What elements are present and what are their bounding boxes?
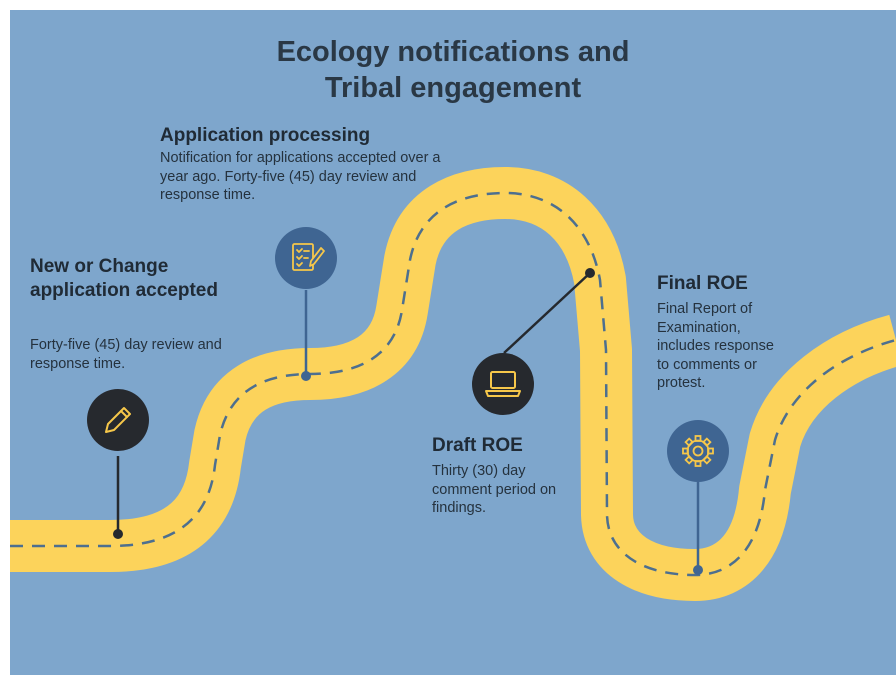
title-line-1: Ecology notifications and [276,36,630,68]
roadmap-road [10,167,896,601]
milestone-marker-2 [275,227,337,289]
road-marker-dot-1 [113,529,123,539]
milestone-marker-3 [472,353,534,415]
milestone-2-heading: Application processing [160,125,371,146]
milestone-3-description: Thirty (30) day comment period on findin… [432,463,557,516]
milestone-2-description: Notification for applications accepted o… [160,150,441,203]
laptop-icon [485,371,521,397]
road-marker-dot-4 [693,565,703,575]
milestone-4-description: Final Report of Examination, includes re… [657,301,774,391]
road-marker-dot-3 [585,268,595,278]
infographic-canvas: Ecology notifications and Tribal engagem… [10,10,896,675]
milestone-3-heading: Draft ROE [432,435,523,456]
gear-icon [682,435,714,467]
road-marker-dot-2 [301,371,311,381]
title-line-2: Tribal engagement [324,72,582,104]
milestone-marker-1 [87,389,149,451]
milestone-4-heading: Final ROE [657,273,748,294]
page-title: Ecology notifications and Tribal engagem… [10,34,896,106]
road-center-dashes [10,191,896,577]
milestone-1-description: Forty-five (45) day review and response … [30,337,222,372]
connector-line-3 [503,272,591,354]
milestone-1-heading: New or Change application accepted [30,256,218,301]
pencil-icon [105,407,131,433]
document-checklist-icon [292,243,325,271]
milestone-marker-4 [667,420,729,482]
